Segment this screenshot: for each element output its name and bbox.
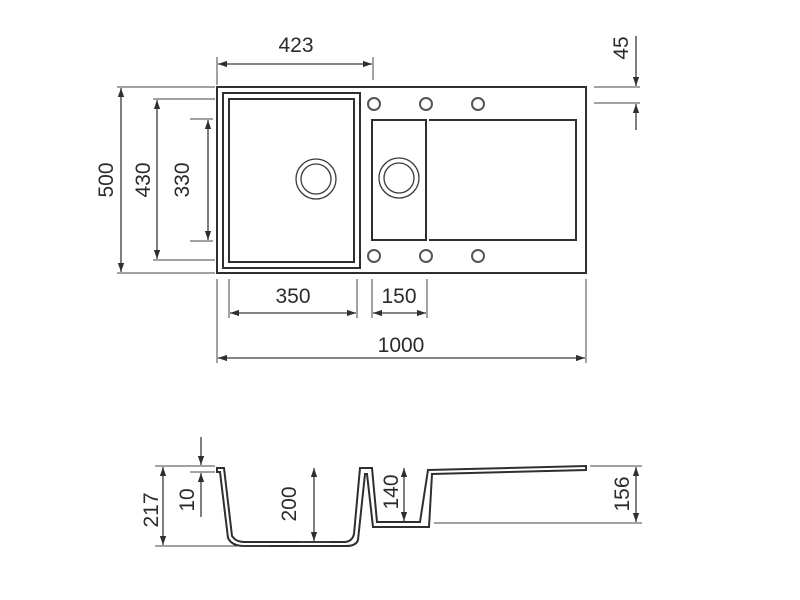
dim-label-217: 217	[140, 492, 163, 527]
dim-label-156: 156	[611, 476, 634, 511]
small-drain-icon	[378, 157, 420, 199]
dimension-423: 423	[216, 34, 374, 85]
dimension-330: 330	[171, 118, 213, 242]
tap-hole-icon	[471, 249, 485, 263]
dimension-1000: 1000	[216, 279, 587, 363]
tap-hole-icon	[367, 249, 381, 263]
main-drain-icon	[295, 158, 337, 200]
dimension-200: 200	[278, 468, 330, 543]
dim-label-45: 45	[610, 36, 633, 59]
tap-hole-icon	[367, 97, 381, 111]
side-view: 217 10 200 140 156	[140, 437, 642, 547]
tap-hole-icon	[419, 97, 433, 111]
dimension-10: 10	[176, 437, 215, 517]
small-bowl	[371, 119, 427, 241]
dim-label-423: 423	[278, 34, 313, 57]
dim-label-150: 150	[381, 285, 416, 308]
tap-hole-icon	[471, 97, 485, 111]
dim-label-200: 200	[278, 486, 301, 521]
tap-hole-icon	[419, 249, 433, 263]
dimension-350: 350	[228, 279, 358, 318]
dim-label-430: 430	[132, 162, 155, 197]
dim-label-350: 350	[275, 285, 310, 308]
dimension-45: 45	[594, 36, 640, 130]
dimension-156: 156	[434, 465, 642, 524]
dim-label-330: 330	[171, 162, 194, 197]
dimension-500: 500	[95, 86, 215, 274]
tap-holes	[367, 97, 485, 263]
dimension-430: 430	[132, 98, 215, 261]
dim-label-140: 140	[380, 474, 403, 509]
dimension-217: 217	[140, 465, 270, 547]
dimension-140: 140	[380, 468, 408, 521]
top-view: 423 45 500 430 330	[95, 34, 640, 363]
dim-label-1000: 1000	[378, 334, 425, 357]
sink-outline	[216, 86, 587, 274]
drainer-board	[429, 119, 577, 241]
dimension-150: 150	[371, 279, 428, 318]
main-bowl	[222, 92, 361, 269]
dim-label-500: 500	[95, 162, 118, 197]
dim-label-10: 10	[176, 488, 199, 511]
